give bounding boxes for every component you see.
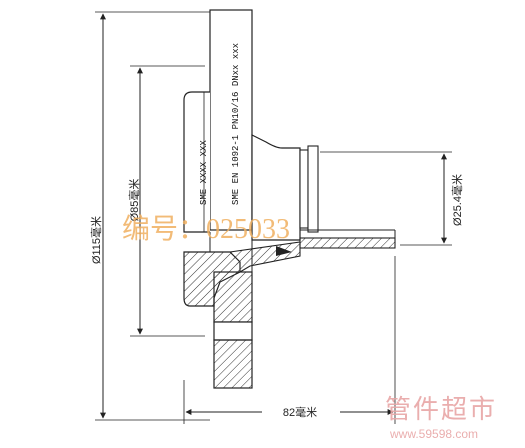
flange-hub xyxy=(251,134,319,241)
stamp-line-1: SME EN 1092-1 PN10/16 DNxx xxx xyxy=(231,43,241,205)
watermark-url: www.59598.com xyxy=(389,427,478,441)
length-label: 82毫米 xyxy=(283,405,317,419)
bolt-circle-label: Ø85毫米 xyxy=(127,179,141,222)
flange-body xyxy=(183,9,253,233)
stamp-line-2: SME XXXX XXX xyxy=(199,140,209,205)
outer-diameter-label: Ø115毫米 xyxy=(89,216,103,264)
tube-section xyxy=(299,229,396,249)
flange-section-lower xyxy=(183,232,301,389)
bolt-circle-dimension: Ø85毫米 xyxy=(127,65,205,337)
length-dimension: 82毫米 xyxy=(183,256,396,424)
outer-diameter-dimension: Ø115毫米 xyxy=(89,11,210,421)
tube-diameter-label: Ø25.4毫米 xyxy=(450,174,464,226)
watermark-code: 编号：025033 xyxy=(122,213,290,245)
watermark-brand: 管件超市 xyxy=(385,394,497,424)
tube-diameter-dimension: Ø25.4毫米 xyxy=(320,151,464,246)
